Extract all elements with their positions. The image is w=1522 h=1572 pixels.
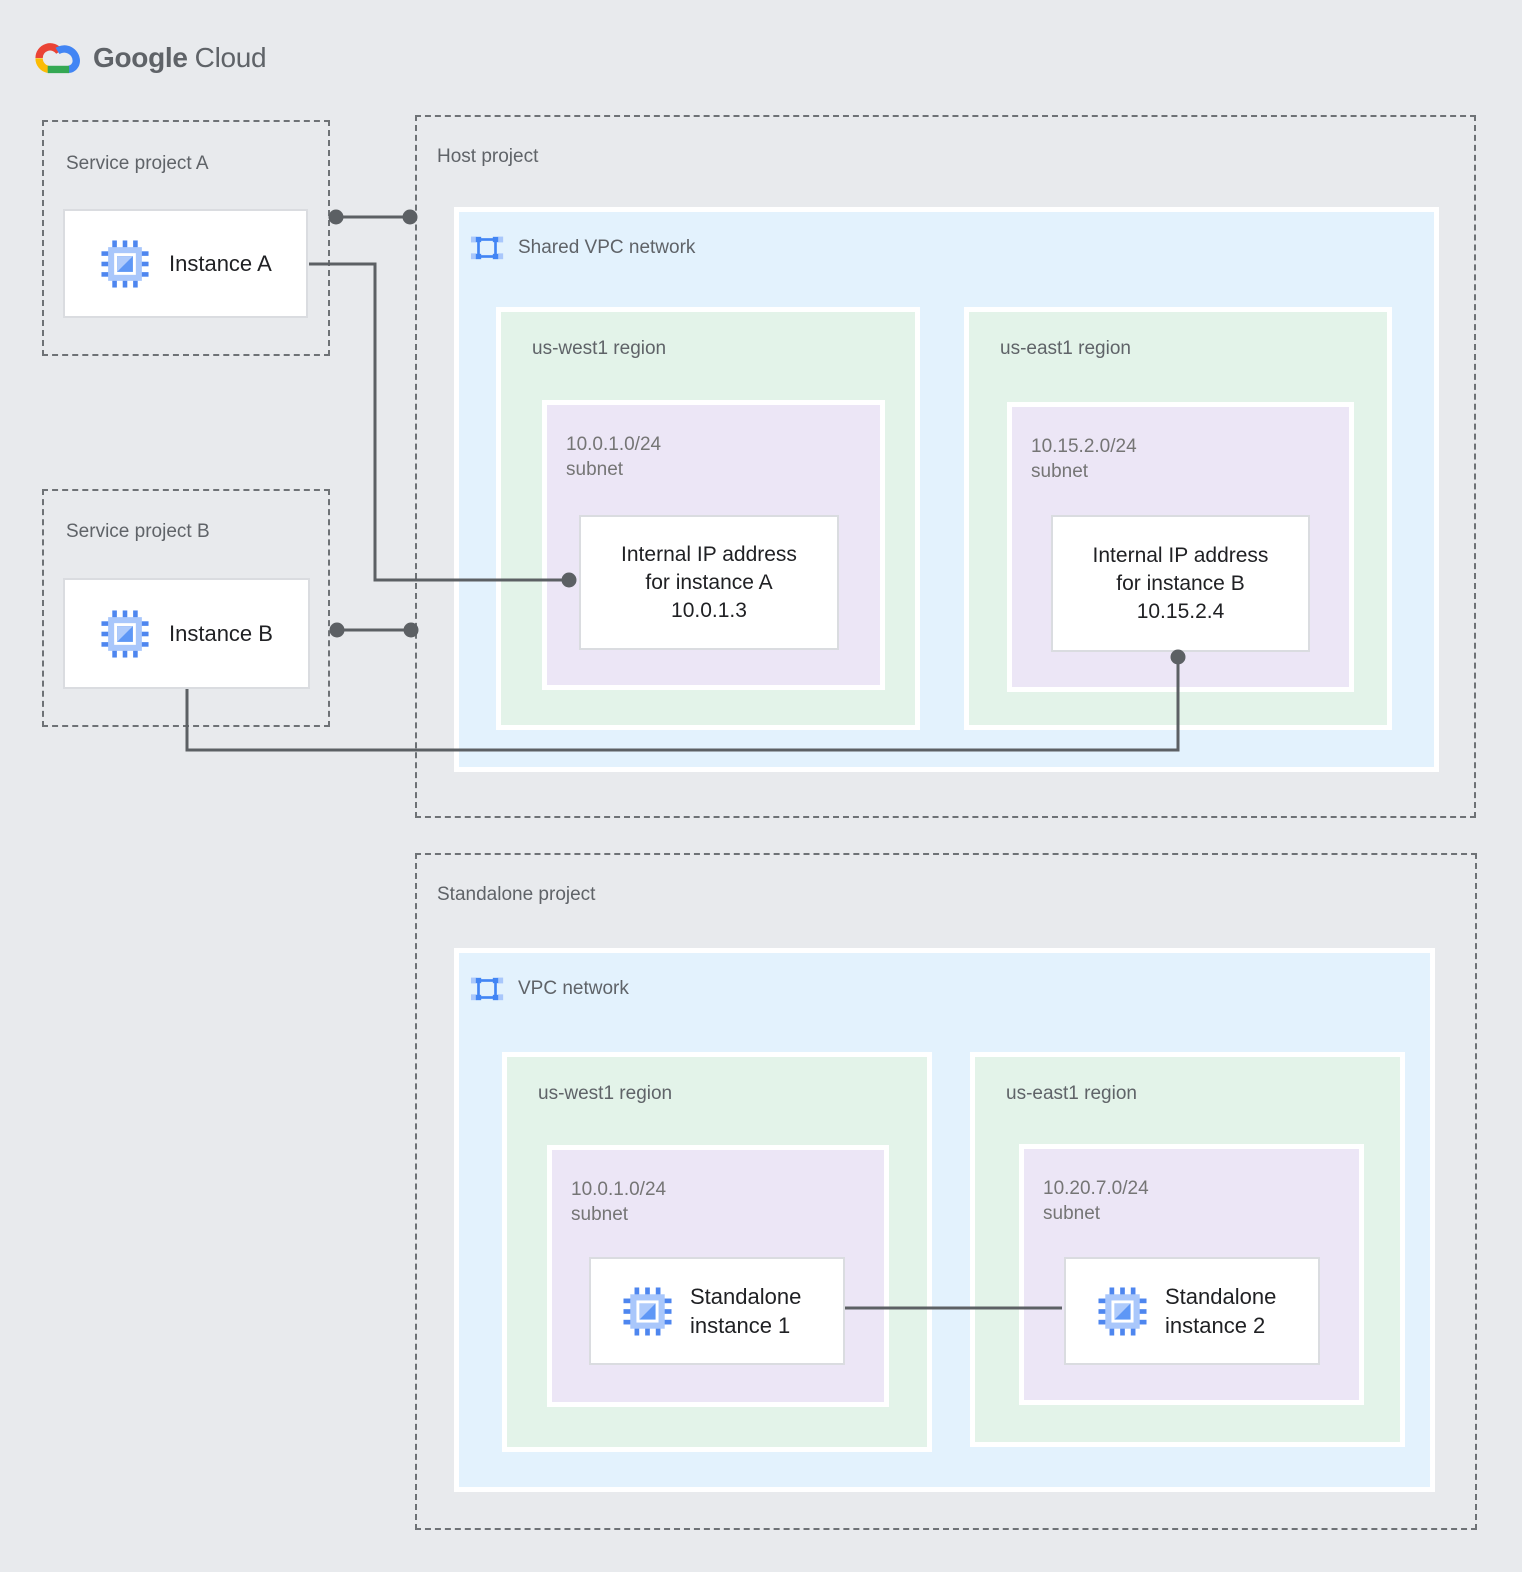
logo-cloud-text: Cloud — [194, 41, 267, 73]
card-line: Standalone — [1165, 1284, 1277, 1309]
subnet-word: subnet — [566, 459, 624, 480]
logo-google-text: Google — [93, 41, 188, 73]
ip-a-line-3: 10.0.1.3 — [671, 598, 747, 622]
compute-engine-icon — [101, 239, 149, 288]
standalone-region-us-west1: us-west1 region 10.0.1.0/24 subnet — [502, 1052, 932, 1452]
standalone-project-box: Standalone project VPC network us-west1 … — [415, 853, 1477, 1530]
standalone-instance-2-card: Standalone instance 2 — [1064, 1257, 1320, 1365]
vpc-network-label: VPC network — [518, 978, 629, 999]
host-project-box: Host project Shared VPC network us-west1… — [415, 115, 1476, 818]
standalone-us-east1-region-label: us-east1 region — [1006, 1083, 1137, 1104]
ip-a-line-1: Internal IP address — [621, 542, 797, 566]
standalone-us-west1-region-label: us-west1 region — [538, 1083, 673, 1104]
service-project-b-title: Service project B — [66, 521, 210, 542]
host-us-west1-region-label: us-west1 region — [532, 338, 667, 359]
instance-b-label: Instance B — [169, 621, 273, 646]
shared-vpc-banner: Shared VPC network — [470, 231, 695, 265]
instance-a-card: Instance A — [63, 209, 308, 318]
subnet-word: subnet — [1031, 461, 1089, 482]
subnet-cidr: 10.0.1.0/24 — [571, 1179, 667, 1200]
link-dot — [328, 209, 344, 225]
host-subnet-east-label: 10.15.2.0/24 subnet — [1031, 434, 1137, 484]
host-subnet-east-box: 10.15.2.0/24 subnet Internal IP address f… — [1007, 402, 1354, 692]
vpc-network-box: VPC network us-west1 region 10.0.1.0/24 s… — [454, 948, 1435, 1492]
service-project-a-title: Service project A — [66, 153, 209, 174]
shared-vpc-network-box: Shared VPC network us-west1 region 10.0.… — [454, 207, 1439, 772]
card-line: instance 1 — [690, 1313, 791, 1338]
internal-ip-instance-b-card: Internal IP address for instance B 10.15… — [1051, 515, 1310, 652]
instance-b-card: Instance B — [63, 578, 310, 689]
ip-b-line-3: 10.15.2.4 — [1136, 599, 1225, 623]
compute-engine-icon — [1098, 1286, 1147, 1336]
service-project-b-box: Service project B Instance B — [42, 489, 330, 727]
standalone-instance-2-label: Standalone instance 2 — [1165, 1282, 1276, 1340]
ip-b-line-1: Internal IP address — [1092, 543, 1269, 567]
service-project-a-box: Service project A Instance A — [42, 120, 330, 356]
standalone-subnet-east-label: 10.20.7.0/24 subnet — [1043, 1176, 1149, 1226]
ip-b-line-2: for instance B — [1116, 571, 1245, 595]
card-line: instance 2 — [1165, 1313, 1266, 1338]
vpc-network-icon — [470, 977, 504, 1001]
google-cloud-logo-icon — [35, 43, 80, 74]
subnet-cidr: 10.20.7.0/24 — [1043, 1178, 1149, 1199]
subnet-cidr: 10.15.2.0/24 — [1031, 436, 1137, 457]
standalone-subnet-east-box: 10.20.7.0/24 subnet — [1019, 1144, 1364, 1405]
standalone-instance-1-card: Standalone instance 1 — [589, 1257, 845, 1365]
standalone-region-us-east1: us-east1 region 10.20.7.0/24 subnet — [970, 1052, 1405, 1447]
card-line: Standalone — [690, 1284, 802, 1309]
instance-a-label: Instance A — [169, 251, 272, 276]
compute-engine-icon — [101, 609, 149, 658]
host-region-us-east1: us-east1 region 10.15.2.0/24 subnet Inter… — [964, 307, 1392, 730]
vpc-network-icon — [470, 236, 504, 260]
subnet-cidr: 10.0.1.0/24 — [566, 434, 662, 455]
subnet-word: subnet — [571, 1204, 629, 1225]
standalone-subnet-west-label: 10.0.1.0/24 subnet — [571, 1177, 666, 1227]
host-subnet-west-label: 10.0.1.0/24 subnet — [566, 432, 661, 482]
host-region-us-west1: us-west1 region 10.0.1.0/24 subnet Intern… — [496, 307, 920, 730]
internal-ip-instance-a-card: Internal IP address for instance A 10.0.… — [579, 515, 839, 650]
compute-engine-icon — [623, 1286, 672, 1336]
standalone-subnet-west-box: 10.0.1.0/24 subnet — [547, 1145, 889, 1407]
vpc-banner: VPC network — [470, 972, 629, 1006]
host-project-title: Host project — [437, 146, 539, 167]
shared-vpc-label: Shared VPC network — [518, 237, 696, 258]
host-us-east1-region-label: us-east1 region — [1000, 338, 1131, 359]
link-dot — [329, 622, 345, 638]
subnet-word: subnet — [1043, 1203, 1101, 1224]
host-subnet-west-box: 10.0.1.0/24 subnet Internal IP address fo… — [542, 400, 885, 690]
ip-a-line-2: for instance A — [645, 570, 773, 594]
standalone-instance-1-label: Standalone instance 1 — [690, 1282, 801, 1340]
standalone-project-title: Standalone project — [437, 884, 596, 905]
